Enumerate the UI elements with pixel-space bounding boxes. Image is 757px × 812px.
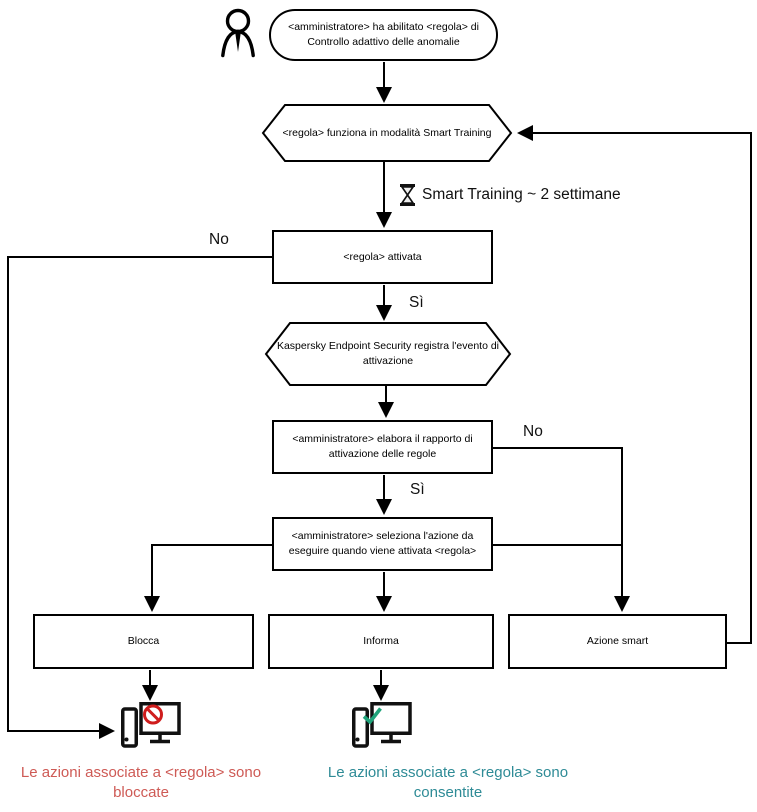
node-process-report: <amministratore> elabora il rapporto di … [272,420,493,474]
node-select-action-label: <amministratore> seleziona l'azione da e… [288,530,477,557]
node-training-mode-label: <regola> funziona in modalità Smart Trai… [282,126,492,139]
node-action-inform-label: Informa [363,635,399,648]
allowed-computer-icon [352,702,412,748]
hexagon-training-mode [261,104,513,162]
edge-label-yes-2: Sì [410,481,425,498]
edge-label-yes-1: Sì [409,294,424,311]
node-action-inform: Informa [268,614,494,669]
hourglass-icon [400,184,415,206]
node-action-smart-label: Azione smart [586,635,649,648]
hexagon-log-event [264,322,512,386]
administrator-icon [221,8,255,58]
edge-no-right-to-smartaction [492,447,630,612]
edge-label-no-right: No [523,423,543,440]
edge-label-no-left: No [209,231,229,248]
outcome-blocked-text: Le azioni associate a <regola> sono bloc… [20,764,262,802]
node-rule-triggered: <regola> attivata [272,230,493,284]
node-action-smart: Azione smart [508,614,727,669]
checkmark-icon [362,707,382,725]
node-process-report-label: <amministratore> elabora il rapporto di … [292,433,473,460]
node-start: <amministratore> ha abilitato <regola> d… [269,9,498,61]
node-start-label: <amministratore> ha abilitato <regola> d… [288,21,479,48]
node-select-action: <amministratore> seleziona l'azione da e… [272,517,493,571]
node-rule-triggered-label: <regola> attivata [343,250,422,263]
node-log-event-label: Kaspersky Endpoint Security registra l'e… [276,340,500,367]
edge-select-to-block [144,544,272,612]
timer-label: Smart Training ~ 2 settimane [422,186,621,203]
prohibition-icon [143,704,163,725]
node-action-block-label: Blocca [127,635,160,648]
outcome-allowed-text: Le azioni associate a <regola> sono cons… [327,764,569,802]
edge-no-left-to-blocked [7,256,272,739]
node-action-block: Blocca [33,614,254,669]
edge-smartaction-feedback [517,125,752,644]
